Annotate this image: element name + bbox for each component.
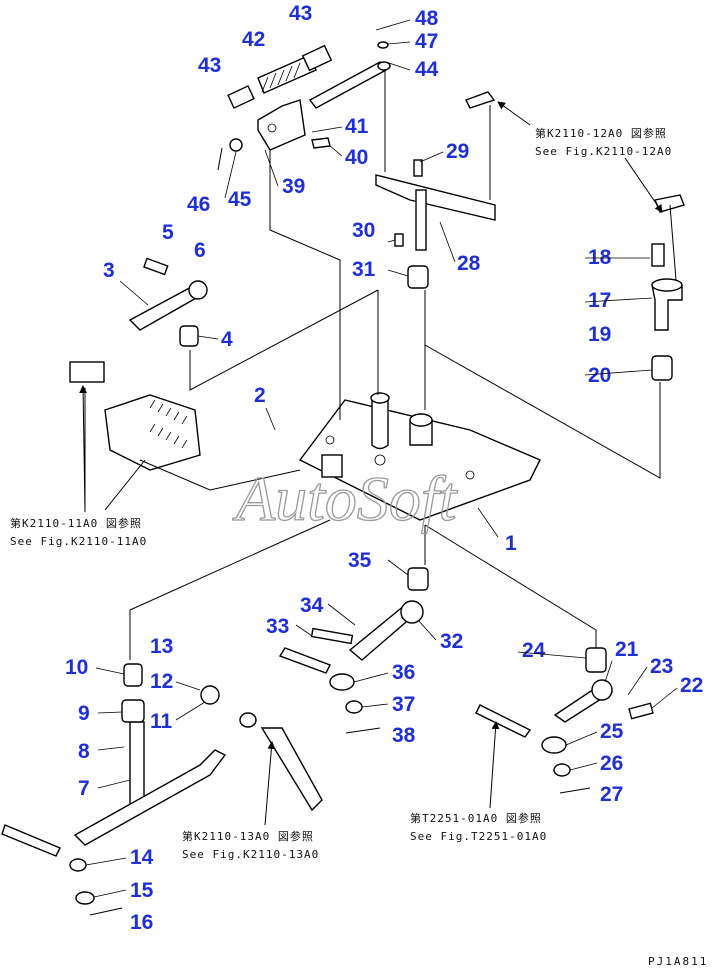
spring-assembly xyxy=(217,44,333,171)
callout-33: 33 xyxy=(266,615,289,638)
callout-15: 15 xyxy=(130,879,154,902)
callout-34: 34 xyxy=(300,594,324,617)
callout-11: 11 xyxy=(150,710,173,733)
callout-39: 39 xyxy=(282,175,305,198)
callout-4: 4 xyxy=(221,328,233,351)
watermark: AutoSoft xyxy=(232,463,459,534)
callout-41: 41 xyxy=(345,115,369,138)
callout-2: 2 xyxy=(254,384,266,407)
callout-31: 31 xyxy=(352,258,376,281)
callout-45: 45 xyxy=(228,188,252,211)
ref-en: See Fig.T2251-01A0 xyxy=(410,830,547,843)
bushing-35 xyxy=(407,567,429,591)
callout-35: 35 xyxy=(348,549,372,572)
reference-note-13a0: 第K2110-13A0 図参照 See Fig.K2110-13A0 xyxy=(182,829,319,861)
callout-12: 12 xyxy=(150,670,173,693)
callout-46: 46 xyxy=(187,193,210,216)
callout-27: 27 xyxy=(600,783,623,806)
lever-7 xyxy=(1,663,227,916)
callout-24: 24 xyxy=(522,639,546,662)
callout-21: 21 xyxy=(615,638,639,661)
callout-32: 32 xyxy=(440,630,463,653)
reference-note-11a0: 第K2110-11A0 図参照 See Fig.K2110-11A0 xyxy=(10,516,147,548)
callout-29: 29 xyxy=(446,140,469,163)
callout-5: 5 xyxy=(162,221,174,244)
ref-jp: 第T2251-01A0 図参照 xyxy=(410,811,542,825)
reference-note-12a0: 第K2110-12A0 図参照 See Fig.K2110-12A0 xyxy=(535,126,672,158)
callout-43-top: 43 xyxy=(289,2,312,25)
ref-en: See Fig.K2110-11A0 xyxy=(10,535,147,548)
lever-17 xyxy=(651,194,685,381)
callouts: 1 2 3 4 5 6 7 8 9 10 11 12 13 14 15 16 1… xyxy=(65,2,703,934)
callout-3: 3 xyxy=(103,259,115,282)
drawing-code: PJ1A811 xyxy=(648,955,708,968)
callout-36: 36 xyxy=(392,661,415,684)
cable-13a0 xyxy=(239,712,323,812)
callout-7: 7 xyxy=(78,777,90,800)
reference-note-t2251: 第T2251-01A0 図参照 See Fig.T2251-01A0 xyxy=(410,811,547,843)
callout-25: 25 xyxy=(600,720,624,743)
callout-9: 9 xyxy=(78,702,90,725)
pin-30 xyxy=(394,233,404,247)
callout-38: 38 xyxy=(392,724,416,747)
leader-lines xyxy=(84,105,661,660)
callout-1: 1 xyxy=(505,532,517,555)
ref-jp: 第K2110-11A0 図参照 xyxy=(10,516,142,530)
bushing-31 xyxy=(407,265,429,289)
callout-20: 20 xyxy=(588,364,611,387)
callout-37: 37 xyxy=(392,693,415,716)
callout-30: 30 xyxy=(352,219,375,242)
reference-arrows xyxy=(79,101,663,826)
callout-48: 48 xyxy=(415,7,439,30)
lever-3 xyxy=(128,257,208,347)
callout-47: 47 xyxy=(415,30,438,53)
lever-32 xyxy=(278,600,424,734)
callout-44: 44 xyxy=(415,58,439,81)
callout-14: 14 xyxy=(130,846,154,869)
callout-43-left: 43 xyxy=(198,54,221,77)
callout-8: 8 xyxy=(78,740,90,763)
callout-18: 18 xyxy=(588,246,612,269)
callout-40: 40 xyxy=(345,146,368,169)
ref-jp: 第K2110-13A0 図参照 xyxy=(182,829,314,843)
ref-jp: 第K2110-12A0 図参照 xyxy=(535,126,667,140)
base-plate xyxy=(298,392,541,521)
callout-19: 19 xyxy=(588,323,611,346)
ref-en: See Fig.K2110-13A0 xyxy=(182,848,319,861)
callout-28: 28 xyxy=(457,252,481,275)
callout-leaders xyxy=(85,19,678,898)
callout-10: 10 xyxy=(65,656,88,679)
callout-22: 22 xyxy=(680,674,703,697)
lever-21 xyxy=(475,647,654,794)
callout-6: 6 xyxy=(194,239,206,262)
spring-bracket xyxy=(69,361,201,471)
callout-42: 42 xyxy=(242,28,265,51)
callout-26: 26 xyxy=(600,752,623,775)
callout-16: 16 xyxy=(130,911,153,934)
ref-en: See Fig.K2110-12A0 xyxy=(535,145,672,158)
callout-17: 17 xyxy=(588,289,611,312)
callout-23: 23 xyxy=(650,655,673,678)
callout-13: 13 xyxy=(150,635,173,658)
